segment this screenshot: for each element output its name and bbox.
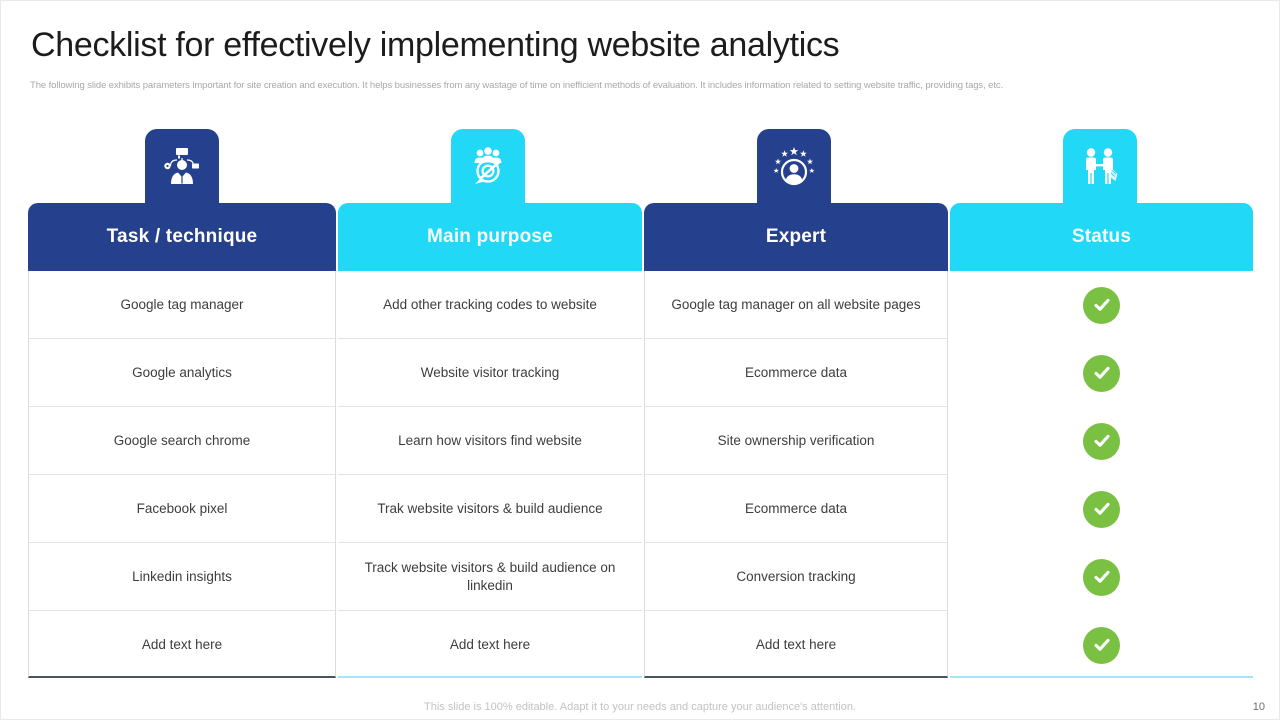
status-check-icon bbox=[1083, 354, 1120, 392]
user-network-icon-tile bbox=[145, 129, 219, 205]
table-cell-status bbox=[950, 271, 1253, 339]
table-cell: Add text here bbox=[141, 637, 223, 652]
table-cell: Conversion tracking bbox=[645, 543, 947, 611]
status-check-icon bbox=[1083, 558, 1120, 596]
column-header-expert: Expert bbox=[644, 203, 948, 271]
table-column-task: Task / technique Google tag manager Goog… bbox=[28, 203, 336, 678]
table-cell-status bbox=[950, 339, 1253, 407]
star-rated-user-icon-tile bbox=[757, 129, 831, 205]
table-column-main-purpose: Main purpose Add other tracking codes to… bbox=[338, 203, 642, 678]
column-header-main-purpose: Main purpose bbox=[338, 203, 642, 271]
table-cell: Website visitor tracking bbox=[338, 339, 642, 407]
status-check-icon bbox=[1083, 286, 1120, 324]
status-check-icon bbox=[1083, 422, 1120, 460]
page-number: 10 bbox=[1252, 701, 1265, 713]
table-cell: Google search chrome bbox=[29, 407, 335, 475]
status-check-icon bbox=[1083, 626, 1120, 664]
table-cell: Google analytics bbox=[29, 339, 335, 407]
table-cell: Track website visitors & build audience … bbox=[338, 543, 642, 611]
table-cell: Facebook pixel bbox=[29, 475, 335, 543]
table-cell: Add text here bbox=[449, 637, 531, 652]
table-cell: Trak website visitors & build audience bbox=[338, 475, 642, 543]
table-cell: Google tag manager on all website pages bbox=[645, 271, 947, 339]
checklist-table: Task / technique Google tag manager Goog… bbox=[28, 203, 1253, 678]
table-cell-status bbox=[950, 543, 1253, 611]
people-handshake-icon-tile bbox=[1063, 129, 1137, 205]
table-cell: Learn how visitors find website bbox=[338, 407, 642, 475]
column-body-task: Google tag manager Google analytics Goog… bbox=[28, 271, 336, 678]
table-cell: Ecommerce data bbox=[645, 475, 947, 543]
column-header-status: Status bbox=[950, 203, 1253, 271]
table-column-expert: Expert Google tag manager on all website… bbox=[644, 203, 948, 678]
table-cell: Ecommerce data bbox=[645, 339, 947, 407]
people-handshake-icon bbox=[1077, 144, 1123, 190]
user-network-icon bbox=[159, 144, 205, 190]
footer-note: This slide is 100% editable. Adapt it to… bbox=[424, 701, 856, 713]
team-target-icon bbox=[465, 144, 511, 190]
table-cell: Google tag manager bbox=[29, 271, 335, 339]
table-cell: Linkedin insights bbox=[29, 543, 335, 611]
table-cell-status bbox=[950, 475, 1253, 543]
column-body-status bbox=[950, 271, 1253, 678]
page-title: Checklist for effectively implementing w… bbox=[31, 26, 840, 64]
column-body-expert: Google tag manager on all website pages … bbox=[644, 271, 948, 678]
team-target-icon-tile bbox=[451, 129, 525, 205]
table-cell-status bbox=[950, 611, 1253, 679]
table-cell: Add other tracking codes to website bbox=[338, 271, 642, 339]
table-cell-status bbox=[950, 407, 1253, 475]
page-subtitle: The following slide exhibits parameters … bbox=[30, 80, 1004, 91]
status-check-icon bbox=[1083, 490, 1120, 528]
column-body-main-purpose: Add other tracking codes to website Webs… bbox=[338, 271, 642, 678]
table-column-status: Status bbox=[950, 203, 1253, 678]
table-cell: Add text here bbox=[755, 637, 837, 652]
table-cell: Site ownership verification bbox=[645, 407, 947, 475]
column-header-task: Task / technique bbox=[28, 203, 336, 271]
star-rated-user-icon bbox=[771, 144, 817, 190]
